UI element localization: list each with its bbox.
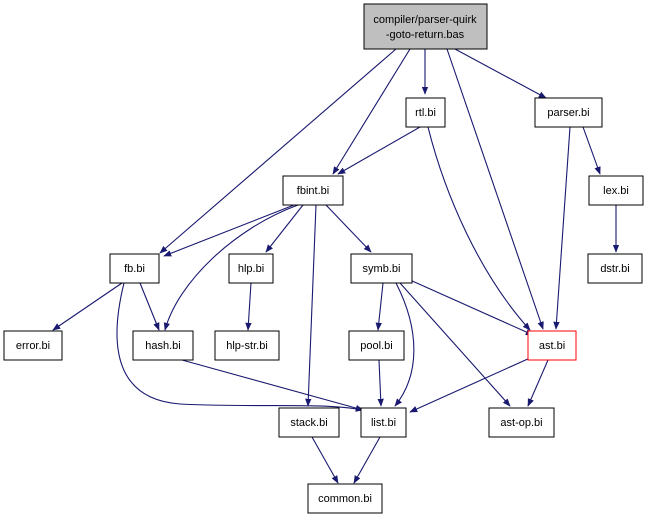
edge-ast-list — [409, 357, 531, 413]
node-root-label-line2: -goto-return.bas — [386, 29, 465, 41]
node-dstr[interactable]: dstr.bi — [587, 253, 643, 284]
node-rtl-box — [405, 97, 446, 128]
node-fb[interactable]: fb.bi — [109, 253, 160, 284]
node-list[interactable]: list.bi — [360, 407, 407, 438]
edge-root-fbint — [332, 48, 411, 175]
node-parser-label: parser.bi — [547, 107, 589, 119]
node-ast-label: ast.bi — [539, 340, 565, 352]
edge-fb-list — [116, 282, 364, 412]
node-symb-label: symb.bi — [363, 263, 401, 275]
node-dstr-box — [587, 253, 643, 284]
node-lex[interactable]: lex.bi — [588, 175, 644, 206]
edge-list-common — [353, 436, 381, 484]
node-fb-label: fb.bi — [124, 263, 145, 275]
edge-hash-list — [181, 359, 364, 412]
node-astop-label: ast-op.bi — [500, 417, 542, 429]
node-common-label: common.bi — [318, 493, 372, 505]
node-hash-box — [132, 330, 194, 361]
node-stack-label: stack.bi — [290, 417, 327, 429]
node-stack[interactable]: stack.bi — [278, 407, 340, 438]
node-error-box — [3, 330, 63, 361]
edge-hlp-hlpstr — [245, 282, 252, 331]
node-symb-box — [350, 253, 413, 284]
edge-symb-pool — [375, 282, 384, 331]
nodes: compiler/parser-quirk -goto-return.bas r… — [3, 3, 644, 514]
node-root-box — [363, 3, 488, 50]
node-hlpstr[interactable]: hlp-str.bi — [214, 330, 280, 361]
node-pool-box — [348, 330, 405, 361]
node-hash[interactable]: hash.bi — [132, 330, 194, 361]
node-root[interactable]: compiler/parser-quirk -goto-return.bas — [363, 3, 488, 50]
node-astop[interactable]: ast-op.bi — [488, 407, 555, 438]
edge-symb-astop — [399, 282, 511, 407]
node-hash-label: hash.bi — [145, 340, 180, 352]
edge-rtl-ast — [427, 126, 531, 331]
edge-rtl-fbint — [337, 126, 421, 175]
edge-fb-hash — [139, 282, 160, 331]
edge-fbint-symb — [325, 204, 372, 253]
node-error[interactable]: error.bi — [3, 330, 63, 361]
node-hlp[interactable]: hlp.bi — [228, 253, 274, 284]
node-fb-box — [109, 253, 160, 284]
node-fbint[interactable]: fbint.bi — [282, 175, 344, 206]
node-list-label: list.bi — [371, 417, 396, 429]
edge-fbint-hash — [163, 204, 299, 331]
edge-fb-error — [52, 282, 123, 331]
node-parser[interactable]: parser.bi — [534, 97, 603, 128]
edge-stack-common — [311, 436, 339, 484]
node-parser-box — [534, 97, 603, 128]
edge-symb-list — [394, 282, 415, 407]
edge-pool-list — [377, 359, 384, 407]
node-dstr-label: dstr.bi — [600, 263, 629, 275]
node-symb[interactable]: symb.bi — [350, 253, 413, 284]
node-hlp-label: hlp.bi — [238, 263, 264, 275]
edge-fbint-fb — [163, 204, 295, 257]
node-error-label: error.bi — [16, 340, 50, 352]
node-hlpstr-box — [214, 330, 280, 361]
node-common-box — [307, 483, 383, 514]
node-lex-label: lex.bi — [603, 185, 629, 197]
node-fbint-box — [282, 175, 344, 206]
node-astop-box — [488, 407, 555, 438]
node-pool[interactable]: pool.bi — [348, 330, 405, 361]
node-common[interactable]: common.bi — [307, 483, 383, 514]
node-root-label-line1: compiler/parser-quirk — [373, 14, 477, 26]
node-rtl-label: rtl.bi — [415, 107, 436, 119]
edge-parser-lex — [582, 126, 601, 175]
edge-root-fb — [159, 48, 397, 254]
edge-parser-ast — [553, 126, 571, 330]
edge-fbint-hlp — [265, 204, 304, 253]
node-stack-box — [278, 407, 340, 438]
edge-ast-astop — [527, 359, 549, 407]
node-rtl[interactable]: rtl.bi — [405, 97, 446, 128]
node-list-box — [360, 407, 407, 438]
node-lex-box — [588, 175, 644, 206]
edge-root-ast — [446, 48, 544, 330]
edge-fbint-stack — [305, 204, 317, 407]
node-hlpstr-label: hlp-str.bi — [226, 340, 268, 352]
node-fbint-label: fbint.bi — [297, 185, 329, 197]
node-hlp-box — [228, 253, 274, 284]
node-pool-label: pool.bi — [360, 340, 392, 352]
edge-symb-ast — [409, 279, 534, 336]
edge-root-parser — [454, 48, 547, 99]
edges — [52, 48, 620, 484]
node-ast-box — [527, 330, 577, 361]
node-ast[interactable]: ast.bi — [527, 330, 577, 361]
